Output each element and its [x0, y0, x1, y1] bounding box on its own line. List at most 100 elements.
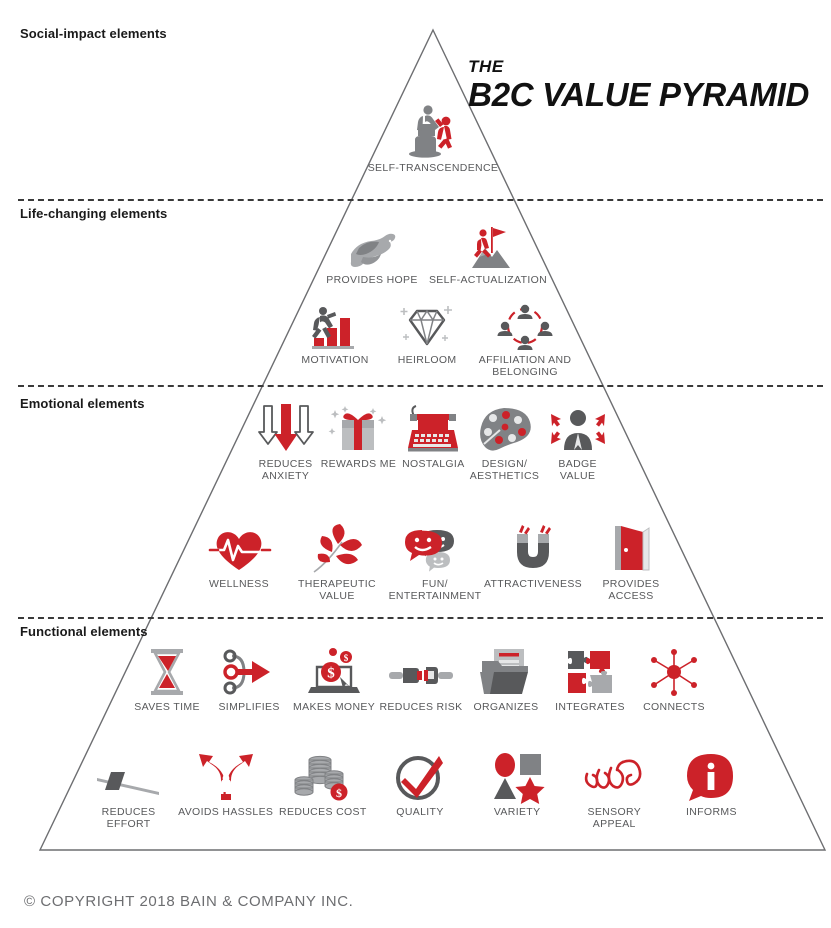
- element-therapeutic-value[interactable]: THERAPEUTIC VALUE: [288, 520, 386, 603]
- element-heirloom[interactable]: HEIRLOOM: [382, 300, 472, 366]
- element-reduces-effort[interactable]: REDUCES EFFORT: [80, 752, 177, 831]
- element-label: REDUCES ANXIETY: [258, 458, 313, 483]
- tier-label-functional: Functional elements: [20, 624, 148, 639]
- element-integrates[interactable]: INTEGRATES: [548, 645, 632, 713]
- row-functional-2: REDUCES EFFORT AVOIDS HASSLES: [80, 752, 760, 831]
- svg-text:$: $: [344, 653, 349, 663]
- element-label: MAKES MONEY: [293, 701, 376, 713]
- element-label: DESIGN/ AESTHETICS: [469, 458, 540, 483]
- element-sensory-appeal[interactable]: SENSORY APPEAL: [566, 752, 663, 831]
- folder-icon: [464, 645, 548, 697]
- row-functional-1: SAVES TIME SIMPLIFIES: [126, 645, 716, 713]
- element-label: REDUCES RISK: [379, 701, 463, 713]
- title-eyebrow: THE: [468, 57, 504, 76]
- element-label: THERAPEUTIC VALUE: [298, 578, 376, 603]
- element-label: AVOIDS HASSLES: [178, 806, 274, 818]
- element-rewards-me[interactable]: REWARDS ME: [320, 400, 397, 470]
- tier-label-life-changing: Life-changing elements: [20, 206, 168, 221]
- info-bubble-icon: [663, 752, 760, 802]
- element-label: INFORMS: [685, 806, 737, 818]
- badge-person-icon: [539, 400, 616, 454]
- element-affiliation-and-belonging[interactable]: AFFILIATION AND BELONGING: [472, 300, 578, 379]
- element-label: ORGANIZES: [473, 701, 539, 713]
- puzzle-icon: [548, 645, 632, 697]
- element-label: HEIRLOOM: [397, 354, 457, 366]
- element-self-transcendence[interactable]: SELF-TRANSCENDENCE: [333, 100, 533, 174]
- element-label: VARIETY: [493, 806, 541, 818]
- leaves-icon: [288, 520, 386, 574]
- element-label: SAVES TIME: [134, 701, 200, 713]
- tier-label-emotional: Emotional elements: [20, 396, 145, 411]
- element-wellness[interactable]: WELLNESS: [190, 520, 288, 590]
- laptop-dollar-icon: $ $: [290, 645, 378, 697]
- element-makes-money[interactable]: $ $ MAKES MONEY: [290, 645, 378, 713]
- element-label: NOSTALGIA: [402, 458, 465, 470]
- element-label: SIMPLIFIES: [218, 701, 280, 713]
- element-provides-access[interactable]: PROVIDES ACCESS: [582, 520, 680, 603]
- divider-emotional: [18, 385, 823, 387]
- element-informs[interactable]: INFORMS: [663, 752, 760, 818]
- seatbelt-icon: [378, 645, 464, 697]
- typewriter-icon: [397, 400, 470, 454]
- copyright-notice: © COPYRIGHT 2018 BAIN & COMPANY INC.: [24, 893, 354, 910]
- dove-icon: [316, 220, 428, 270]
- element-label: FUN/ ENTERTAINMENT: [388, 578, 482, 603]
- element-label: SENSORY APPEAL: [587, 806, 642, 831]
- coins-dollar-icon: $: [274, 752, 371, 802]
- element-label: SELF-ACTUALIZATION: [428, 274, 548, 286]
- flag-mountain-icon: [428, 220, 548, 270]
- runner-bars-icon: [288, 300, 382, 350]
- diamond-icon: [382, 300, 472, 350]
- svg-text:$: $: [336, 786, 342, 800]
- element-saves-time[interactable]: SAVES TIME: [126, 645, 208, 713]
- element-nostalgia[interactable]: NOSTALGIA: [397, 400, 470, 470]
- merge-arrow-icon: [208, 645, 290, 697]
- element-variety[interactable]: VARIETY: [469, 752, 566, 818]
- lever-icon: [80, 752, 177, 802]
- element-avoids-hassles[interactable]: AVOIDS HASSLES: [177, 752, 274, 818]
- diagram-title: THE B2C VALUE PYRAMID: [468, 58, 809, 111]
- element-reduces-cost[interactable]: $ REDUCES COST: [274, 752, 371, 818]
- divider-life-changing: [18, 199, 823, 201]
- element-simplifies[interactable]: SIMPLIFIES: [208, 645, 290, 713]
- element-label: WELLNESS: [209, 578, 269, 590]
- element-provides-hope[interactable]: PROVIDES HOPE: [316, 220, 428, 286]
- element-label: QUALITY: [396, 806, 444, 818]
- element-connects[interactable]: CONNECTS: [632, 645, 716, 713]
- down-arrows-icon: [251, 400, 320, 454]
- element-reduces-anxiety[interactable]: REDUCES ANXIETY: [251, 400, 320, 483]
- element-label: REDUCES EFFORT: [101, 806, 156, 831]
- door-icon: [582, 520, 680, 574]
- row-life-changing-1: PROVIDES HOPE SELF-ACTUALIZATION: [316, 220, 548, 286]
- element-fun-entertainment[interactable]: FUN/ ENTERTAINMENT: [386, 520, 484, 603]
- magnet-icon: [484, 520, 582, 574]
- shapes-icon: [469, 752, 566, 804]
- row-emotional-2: WELLNESS THERAPEUTIC VALUE: [190, 520, 680, 603]
- tier-label-social-impact: Social-impact elements: [20, 26, 167, 41]
- people-circle-icon: [472, 300, 578, 350]
- element-label: SELF-TRANSCENDENCE: [367, 162, 499, 174]
- element-label: BADGE VALUE: [558, 458, 597, 483]
- element-label: PROVIDES HOPE: [326, 274, 418, 286]
- element-label: REDUCES COST: [279, 806, 367, 818]
- fork-road-icon: [177, 752, 274, 802]
- element-label: REWARDS ME: [320, 458, 397, 470]
- element-self-actualization[interactable]: SELF-ACTUALIZATION: [428, 220, 548, 286]
- element-motivation[interactable]: MOTIVATION: [288, 300, 382, 366]
- element-organizes[interactable]: ORGANIZES: [464, 645, 548, 713]
- element-label: CONNECTS: [643, 701, 705, 713]
- element-design-aesthetics[interactable]: DESIGN/ AESTHETICS: [470, 400, 539, 483]
- element-attractiveness[interactable]: ATTRACTIVENESS: [484, 520, 582, 590]
- element-label: PROVIDES ACCESS: [602, 578, 660, 603]
- element-quality[interactable]: QUALITY: [371, 752, 468, 818]
- row-life-changing-2: MOTIVATION HEIRLOOM: [288, 300, 578, 379]
- element-badge-value[interactable]: BADGE VALUE: [539, 400, 616, 483]
- element-reduces-risk[interactable]: REDUCES RISK: [378, 645, 464, 713]
- title-main: B2C VALUE PYRAMID: [468, 76, 809, 113]
- divider-functional: [18, 617, 823, 619]
- svg-text:$: $: [327, 666, 335, 682]
- row-social-impact: SELF-TRANSCENDENCE: [333, 100, 533, 174]
- checkmark-circle-icon: [371, 752, 468, 802]
- heart-pulse-icon: [190, 520, 288, 574]
- network-icon: [632, 645, 716, 697]
